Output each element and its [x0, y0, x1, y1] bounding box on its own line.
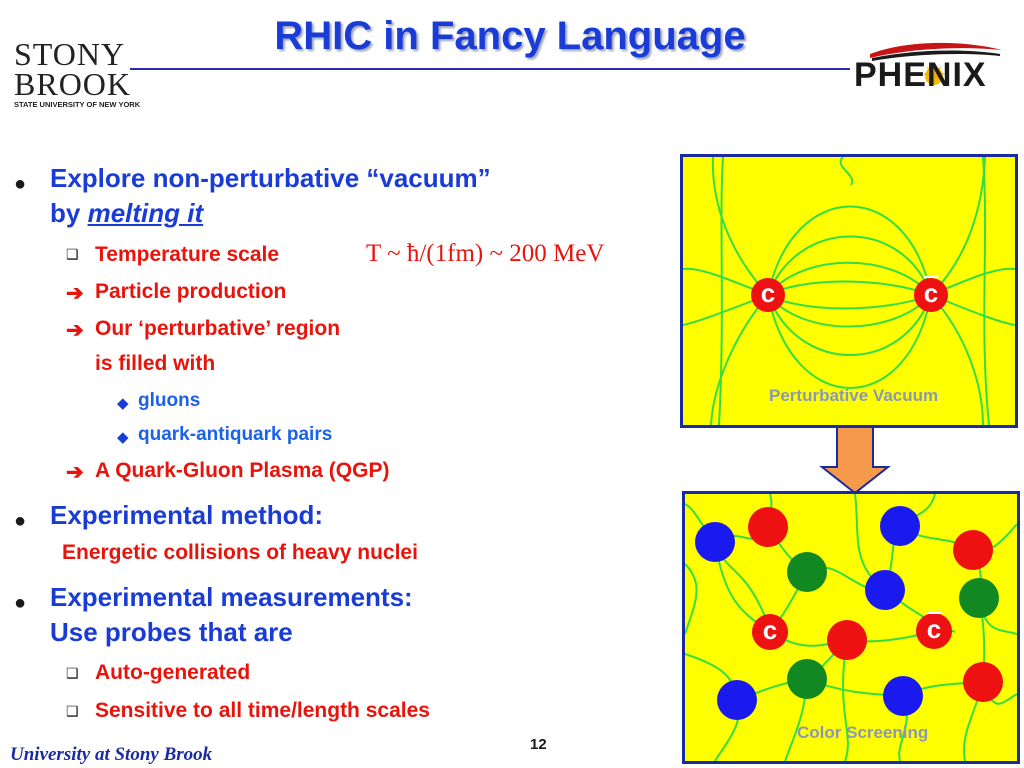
experimental-method-label: Experimental method: — [50, 500, 324, 530]
stony-brook-logo: STONY BROOK STATE UNIVERSITY OF NEW YORK — [10, 36, 140, 111]
charm-quark-label-top: c — [760, 278, 776, 308]
bullet-1-prefix: by — [50, 198, 88, 228]
bullet-dot-1: ● — [14, 173, 27, 195]
slide-title: RHIC in Fancy Language — [274, 14, 746, 58]
arrow-marker-3: ➔ — [66, 461, 84, 484]
perturbative-region-line-1: Our ‘perturbative’ region — [95, 317, 341, 340]
diamond-marker-1: ◆ — [117, 395, 129, 412]
temperature-scale-label: Temperature scale — [95, 243, 280, 266]
phenix-wing-icon — [870, 42, 1002, 86]
sensitive-scales-label: Sensitive to all time/length scales — [95, 699, 430, 722]
logo-line-1: STONY — [14, 36, 126, 72]
bullet-1-line-2: by melting it — [50, 198, 203, 229]
color-screening-graphic — [685, 494, 1017, 761]
phenix-logo: PHENIX — [852, 36, 1020, 98]
logo-subtitle: STATE UNIVERSITY OF NEW YORK — [14, 100, 141, 109]
arrow-marker-2: ➔ — [66, 319, 84, 342]
bullet-1-emphasis: melting it — [87, 198, 204, 228]
use-probes-label: Use probes that are — [50, 617, 293, 647]
logo-line-2: BROOK — [14, 66, 132, 102]
auto-generated-label: Auto-generated — [95, 661, 251, 684]
down-arrow-icon — [819, 426, 891, 495]
perturbative-vacuum-panel: c c Perturbative Vacuum — [680, 154, 1018, 428]
particle-production-label: Particle production — [95, 280, 287, 303]
checkbox-marker-2: ❑ — [66, 665, 79, 681]
anticharm-quark-label-top: c — [923, 278, 939, 308]
diamond-marker-2: ◆ — [117, 429, 129, 446]
title-underline — [130, 68, 850, 70]
anticharm-quark-label-bottom: c — [926, 614, 942, 644]
arrow-marker-1: ➔ — [66, 282, 84, 305]
temperature-formula: T ~ ħ/(1fm) ~ 200 MeV — [366, 240, 605, 267]
footer-university: University at Stony Brook — [10, 744, 213, 765]
charm-quark-label-bottom: c — [762, 615, 778, 645]
qgp-label: A Quark-Gluon Plasma (QGP) — [95, 459, 390, 482]
color-screening-panel: c c Color Screening — [682, 491, 1020, 764]
quark-antiquark-label: quark-antiquark pairs — [138, 424, 333, 445]
color-screening-caption: Color Screening — [797, 723, 929, 742]
energetic-collisions-label: Energetic collisions of heavy nuclei — [62, 541, 418, 564]
perturbative-vacuum-caption: Perturbative Vacuum — [769, 386, 939, 405]
perturbative-region-line-2: is filled with — [95, 352, 216, 375]
page-number: 12 — [530, 736, 547, 753]
phenix-logo-text: PHENIX — [854, 56, 987, 94]
checkbox-marker-1: ❑ — [66, 246, 79, 262]
gluons-label: gluons — [138, 390, 201, 411]
checkbox-marker-3: ❑ — [66, 703, 79, 719]
field-lines-top — [683, 157, 1015, 425]
bullet-dot-3: ● — [14, 592, 27, 614]
experimental-measurements-label: Experimental measurements: — [50, 582, 413, 612]
bullet-dot-2: ● — [14, 510, 27, 532]
bullet-1-line-1: Explore non-perturbative “vacuum” — [50, 163, 491, 193]
